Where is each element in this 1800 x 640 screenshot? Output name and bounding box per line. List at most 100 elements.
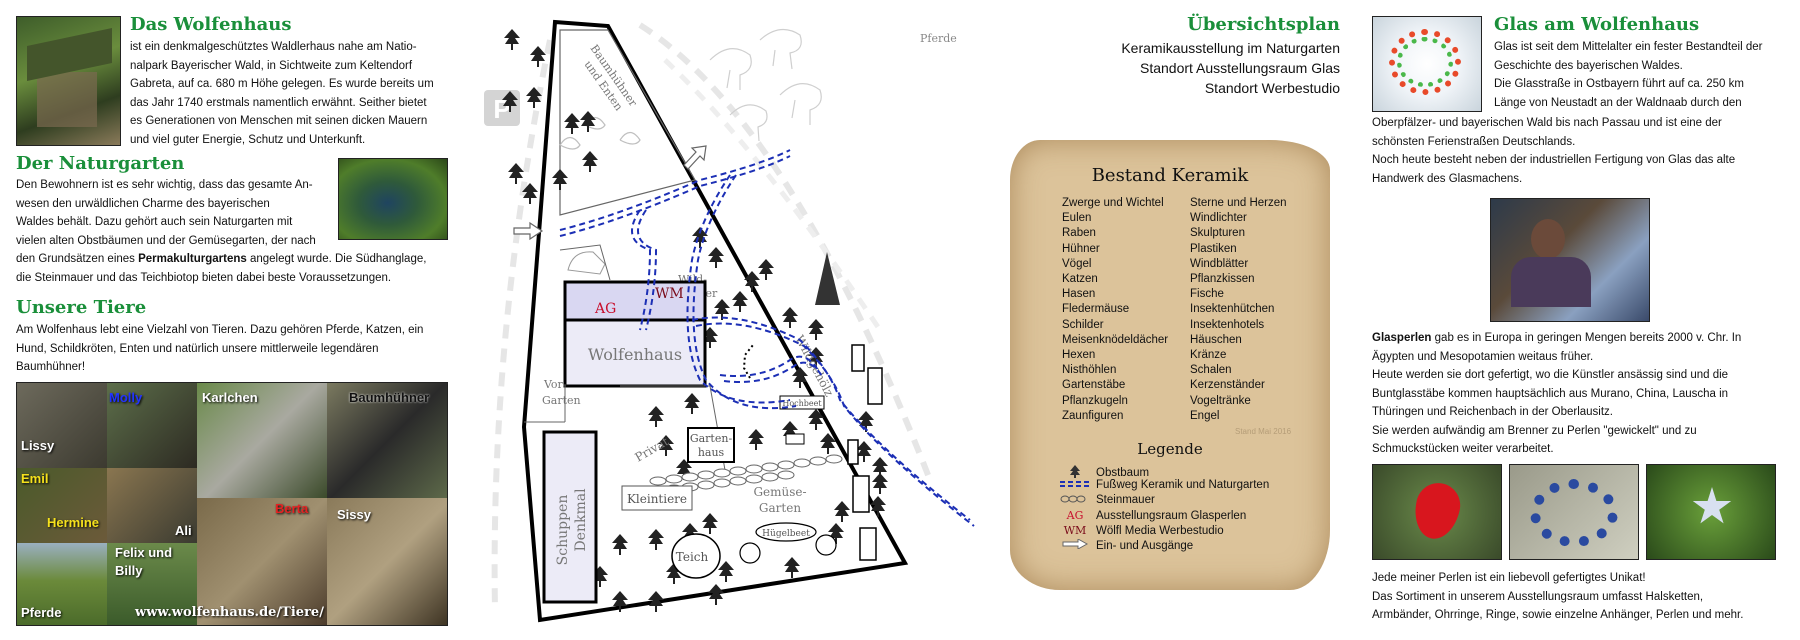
keramik-item: Vögel bbox=[1062, 257, 1092, 270]
overview-line: Standort Ausstellungsraum Glas bbox=[1140, 60, 1340, 76]
glas-text-line: schönsten Ferienstraßen Deutschlands. bbox=[1372, 135, 1576, 148]
legend-title: Legende bbox=[1137, 440, 1203, 458]
tiere-url: www.wolfenhaus.de/Tiere/ bbox=[135, 605, 324, 620]
dotted-path bbox=[742, 344, 754, 379]
tree-icon bbox=[580, 111, 596, 132]
naturgarten-text-line: Den Bewohnern ist es sehr wichtig, dass … bbox=[16, 179, 313, 191]
wolfenhaus-text-line: nalpark Bayerischer Wald, in Sichtweite … bbox=[130, 59, 413, 72]
keramik-item: Raben bbox=[1062, 227, 1096, 240]
perlen-text-line: Buntglasstäbe kommen hauptsächlich aus M… bbox=[1372, 387, 1729, 400]
tiere-text-line: Hund, Schildkröten, Enten und natürlich … bbox=[16, 342, 379, 355]
left-column: Das Wolfenhaus ist ein denkmalgeschützte… bbox=[0, 0, 460, 640]
keramik-item: Hexen bbox=[1062, 349, 1096, 362]
road-right-inner bbox=[663, 58, 883, 332]
naturgarten-text-line: die Steinmauer und das Teichbiotop biete… bbox=[16, 271, 392, 284]
stone-wall-icon bbox=[1060, 494, 1090, 506]
legend-row-fussweg: Fußweg Keramik und Naturgarten bbox=[1060, 479, 1269, 491]
tree-icon bbox=[552, 169, 568, 190]
tree-icon bbox=[648, 591, 664, 612]
road-left bbox=[491, 39, 553, 611]
legend-row-steinmauer: Steinmauer bbox=[1060, 494, 1155, 506]
map-label-vor: Vor- bbox=[543, 378, 567, 391]
tree-icon bbox=[808, 409, 824, 430]
keramik-item: Schilder bbox=[1062, 318, 1104, 331]
animal-label-pferde: Pferde bbox=[21, 605, 62, 620]
keramik-item: Kränze bbox=[1190, 349, 1227, 362]
glas-text-line: Oberpfälzer- und bayerischen Wald bis na… bbox=[1372, 117, 1722, 129]
tree-icon bbox=[530, 46, 546, 67]
tree-icon bbox=[692, 227, 708, 248]
keramik-item: Eulen bbox=[1062, 212, 1092, 225]
chicken-enclosure bbox=[559, 29, 696, 216]
glas-text-line: Glas ist seit dem Mittelalter ein fester… bbox=[1494, 41, 1763, 53]
map-label-garten1: Garten- bbox=[690, 432, 733, 445]
keramik-item: Gartenstäbe bbox=[1062, 379, 1126, 392]
overview-title: Übersichtsplan bbox=[1187, 14, 1340, 35]
tiere-text-line: Am Wolfenhaus lebt eine Vielzahl von Tie… bbox=[16, 324, 424, 336]
tree-icon bbox=[676, 459, 692, 480]
tree-icon bbox=[828, 523, 844, 544]
heart-bead-photo bbox=[1372, 464, 1502, 560]
legend-text: Wölfl Media Werbestudio bbox=[1096, 524, 1224, 537]
tree-icon bbox=[522, 183, 538, 204]
tree-icon bbox=[708, 584, 724, 605]
closing-text-line: Das Sortiment in unserem Ausstellungsrau… bbox=[1372, 590, 1704, 603]
tree-icon bbox=[582, 151, 598, 172]
pond bbox=[671, 533, 721, 579]
hochbeet-small bbox=[785, 433, 805, 445]
wolfenhaus-text-line: es Generationen von Menschen mit seinen … bbox=[130, 115, 428, 127]
animal-label-felix: Felix und bbox=[115, 545, 173, 560]
keramik-item: Fledermäuse bbox=[1062, 303, 1130, 316]
animal-label-billy: Billy bbox=[115, 563, 143, 578]
animal-label-emil: Emil bbox=[21, 471, 49, 486]
ag-wm-building bbox=[563, 280, 707, 322]
animal-label-karlchen: Karlchen bbox=[202, 390, 258, 405]
property-outline bbox=[521, 19, 909, 623]
keramik-item: Meisenknödeldächer bbox=[1062, 333, 1169, 346]
carport-border bbox=[559, 244, 611, 281]
keramik-item: Pflanzkugeln bbox=[1062, 394, 1128, 407]
perlen-text-line: Schmuckstücken weiter verarbeitet. bbox=[1372, 443, 1554, 455]
tree-icon bbox=[834, 501, 850, 522]
keramik-item: Engel bbox=[1190, 409, 1220, 422]
tree-icon bbox=[702, 513, 718, 534]
huegelbeet bbox=[755, 522, 817, 542]
map-label-kleintiere: Kleintiere bbox=[627, 492, 687, 506]
perlen-text-line: Sie werden aufwändig am Brenner zu Perle… bbox=[1372, 424, 1697, 437]
tree-icon bbox=[744, 271, 760, 292]
tree-icon bbox=[612, 591, 628, 612]
map-label-pferde: Pferde bbox=[920, 32, 957, 45]
wm-symbol: WM bbox=[1063, 524, 1087, 537]
tree-icon bbox=[526, 87, 542, 108]
tree-icon bbox=[612, 534, 628, 555]
keramik-item: Fische bbox=[1190, 288, 1224, 301]
tree-icon bbox=[870, 496, 886, 517]
overview-block: Übersichtsplan Keramikausstellung im Nat… bbox=[1030, 14, 1340, 98]
wolfenhaus-building bbox=[563, 318, 707, 388]
garden-circle bbox=[815, 534, 837, 556]
keramik-item: Plastiken bbox=[1190, 242, 1237, 255]
tree-icon bbox=[856, 441, 872, 462]
perlen-text-line: Glasperlen gab es in Europa in geringen … bbox=[1372, 329, 1790, 348]
tree-icon bbox=[508, 163, 524, 184]
keramik-item: Nisthöhlen bbox=[1062, 364, 1117, 377]
tiere-text-line: Baumhühner! bbox=[16, 361, 86, 373]
animal-label-baumhuehner: Baumhühner bbox=[349, 390, 430, 405]
tree-icon bbox=[732, 291, 748, 312]
keramik-item: Kerzenständer bbox=[1190, 379, 1265, 392]
right-column: Glas am Wolfenhaus Glas ist seit dem Mit… bbox=[1370, 0, 1790, 640]
keramik-item: Windblätter bbox=[1190, 257, 1249, 270]
map-label-gemuese: Gemüse- bbox=[753, 485, 806, 499]
legend-text: Fußweg Keramik und Naturgarten bbox=[1096, 479, 1270, 491]
perlen-text-part: gab es in Europa in geringen Mengen bere… bbox=[1431, 332, 1742, 344]
glas-text-line: Die Glasstraße in Ostbayern führt auf ca… bbox=[1494, 78, 1744, 90]
hochbeet-small bbox=[851, 344, 865, 372]
hochbeet-small bbox=[867, 367, 883, 405]
tree-icon bbox=[782, 421, 798, 442]
tree-icon bbox=[718, 561, 734, 582]
tree-icon bbox=[758, 259, 774, 280]
tree-icon bbox=[808, 319, 824, 340]
tree-icon bbox=[820, 433, 836, 454]
naturgarten-text-line: vielen alten Obstbäumen und der Gemüsega… bbox=[16, 234, 316, 247]
